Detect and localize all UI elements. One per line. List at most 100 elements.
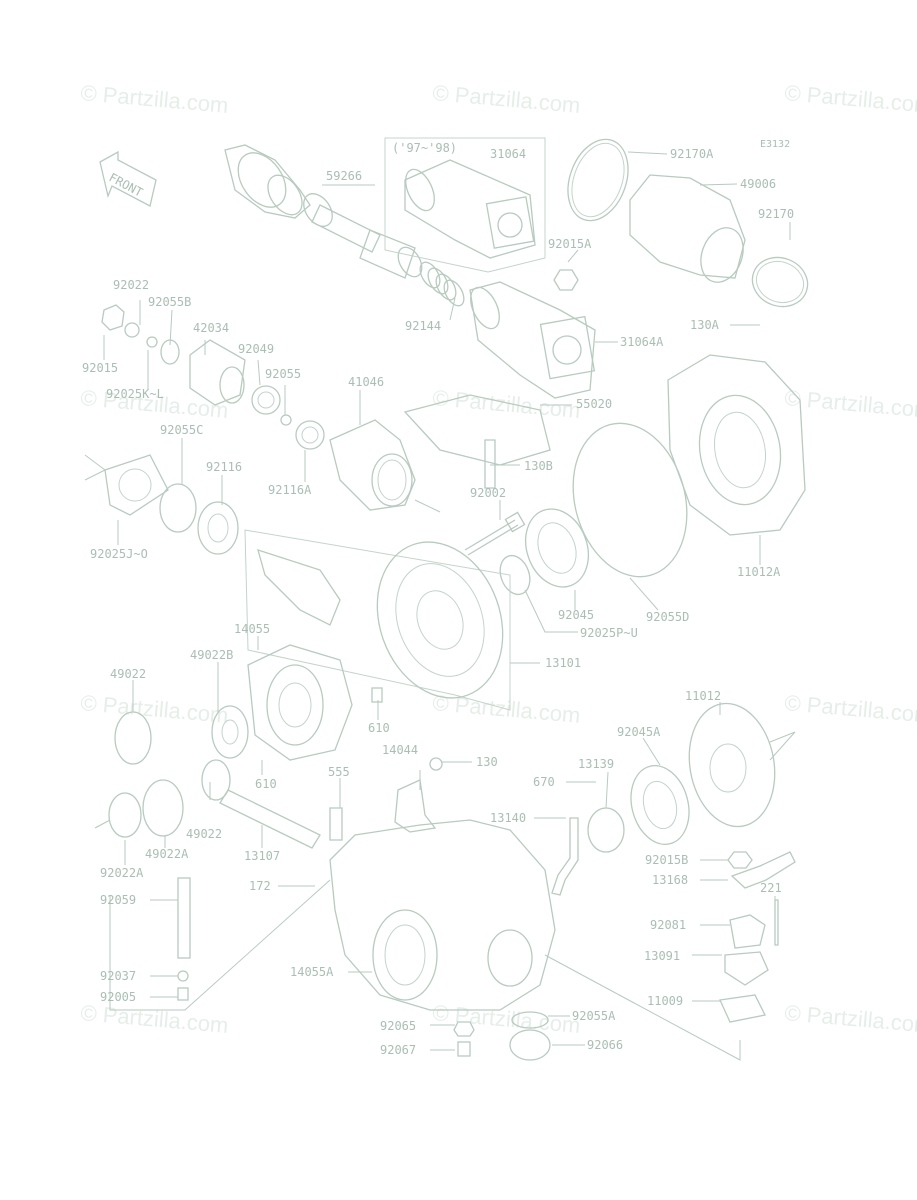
part-label: 92005 (100, 990, 136, 1004)
part-label: 14055 (234, 622, 270, 636)
leader-lines (84, 151, 796, 1061)
part-label: 49022 (110, 667, 146, 681)
part-label: 92116 (206, 460, 242, 474)
part-label: 172 (249, 879, 271, 893)
main-housing-14055A (329, 819, 556, 1011)
part-labels: 92170A 49006 92170 31064 59266 92015A 31… (82, 147, 794, 1057)
spring-92144 (419, 261, 465, 307)
front-label: FRONT (107, 170, 145, 199)
part-label: 92055D (646, 610, 689, 624)
watermark: © Partzilla.com (784, 690, 917, 728)
part-label: 92015 (82, 361, 118, 375)
diagram-code: E3132 (760, 139, 790, 150)
part-label: 13140 (490, 811, 526, 825)
watermark: © Partzilla.com (432, 80, 582, 118)
part-label: 13107 (244, 849, 280, 863)
watermark: © Partzilla.com (432, 385, 582, 423)
part-label: 31064A (620, 335, 664, 349)
boot-49006 (567, 138, 809, 308)
part-label: 55020 (576, 397, 612, 411)
part-label: 92170A (670, 147, 714, 161)
part-label: 92037 (100, 969, 136, 983)
part-label: 92055 (265, 367, 301, 381)
part-label: 92144 (405, 319, 441, 333)
part-label: 92055C (160, 423, 203, 437)
part-label: 92116A (268, 483, 312, 497)
part-label: 92045 (558, 608, 594, 622)
part-label: 11009 (647, 994, 683, 1008)
oring-92055D (572, 422, 688, 578)
bearing-92045A (630, 765, 690, 845)
part-label: 92022 (113, 278, 149, 292)
part-label: 92015A (548, 237, 592, 251)
differential-case-14055 (247, 644, 383, 761)
part-label: 31064 (490, 147, 526, 161)
ring-gear-assembly-13101 (244, 529, 511, 711)
part-label: 14044 (382, 743, 418, 757)
front-arrow-icon: FRONT (99, 150, 157, 207)
watermark: © Partzilla.com (80, 80, 230, 118)
spider-gears (108, 705, 249, 838)
part-label: 92022A (100, 866, 144, 880)
bracket-14044 (394, 757, 443, 833)
gasket-and-seals-left (104, 454, 239, 555)
part-label: 130B (524, 459, 553, 473)
part-label: 92065 (380, 1019, 416, 1033)
housing-31064A (469, 269, 596, 399)
watermark: © Partzilla.com (784, 1000, 917, 1038)
part-label: 92170 (758, 207, 794, 221)
watermark: © Partzilla.com (784, 385, 917, 423)
watermark: © Partzilla.com (80, 690, 230, 728)
watermark: © Partzilla.com (80, 1000, 230, 1038)
part-label: 13101 (545, 656, 581, 670)
part-label: 59266 (326, 169, 362, 183)
part-label: 130A (690, 318, 720, 332)
part-label: 13168 (652, 873, 688, 887)
part-label: 92045A (617, 725, 661, 739)
part-label: 92055B (148, 295, 191, 309)
part-label: 92049 (238, 342, 274, 356)
part-label: 49022 (186, 827, 222, 841)
part-label: 92055A (572, 1009, 616, 1023)
cam-13139 (551, 807, 625, 896)
cover-11012 (688, 702, 776, 828)
part-label: 92025P~U (580, 626, 638, 640)
part-label: 14055A (290, 965, 334, 979)
housing-41046 (329, 419, 416, 511)
part-label: 92059 (100, 893, 136, 907)
part-label: 610 (255, 777, 277, 791)
variant-31064-box: ('97~'98) (384, 137, 546, 273)
part-label: 49006 (740, 177, 776, 191)
part-label: 41046 (348, 375, 384, 389)
watermark: © Partzilla.com (784, 80, 917, 118)
part-label: 221 (760, 881, 782, 895)
part-label: 11012A (737, 565, 781, 579)
part-label: 610 (368, 721, 390, 735)
part-label: 92066 (587, 1038, 623, 1052)
part-label: 13091 (644, 949, 680, 963)
shift-linkage-parts (719, 851, 796, 1023)
part-label: 42034 (193, 321, 229, 335)
part-label: 92067 (380, 1043, 416, 1057)
part-label: 92002 (470, 486, 506, 500)
part-label: 13139 (578, 757, 614, 771)
drive-shaft-assembly (224, 144, 423, 279)
cover-11012A (667, 354, 806, 536)
part-label: 11012 (685, 689, 721, 703)
part-label: 92025J~O (90, 547, 148, 561)
drain-plugs (177, 877, 551, 1061)
variant-note: ('97~'98) (392, 141, 457, 155)
part-label: 555 (328, 765, 350, 779)
part-label: 670 (533, 775, 555, 789)
part-label: 49022B (190, 648, 233, 662)
shield-55020 (403, 394, 551, 489)
part-label: 92081 (650, 918, 686, 932)
part-label: 92025K~L (106, 387, 164, 401)
bolt-92002 (464, 511, 526, 556)
part-label: 92015B (645, 853, 688, 867)
shaft-13107 (219, 789, 343, 849)
part-label: 49022A (145, 847, 189, 861)
bearing-92045 (499, 508, 589, 596)
part-label: 130 (476, 755, 498, 769)
